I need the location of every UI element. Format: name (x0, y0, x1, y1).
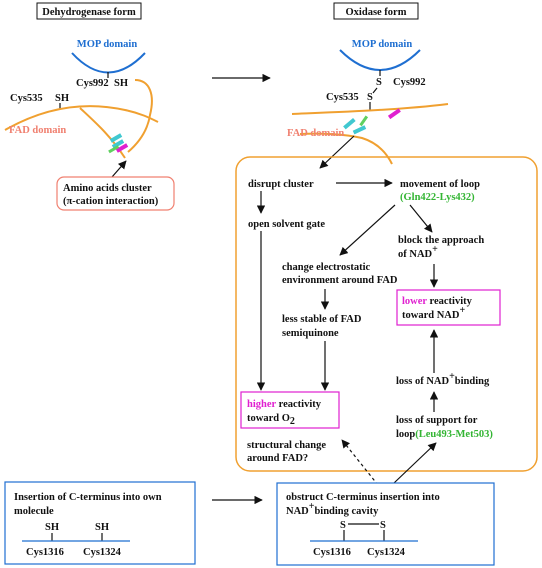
s-label-1324: S (380, 520, 386, 531)
dehydrogenase-title-box (36, 2, 142, 20)
cluster-line-1: Amino acids cluster (63, 183, 152, 194)
sh-label-1316: SH (45, 522, 59, 533)
disrupt-cluster-text: disrupt cluster (248, 179, 314, 190)
arrow-loop-to-electrostatic (339, 204, 396, 256)
loss-of-support-line-2: loop(Leu493-Met503) (396, 429, 493, 440)
block-approach-line-1: block the approach (398, 235, 484, 246)
insertion-line-2: molecule (14, 506, 54, 517)
cys535-label-right: Cys535 (326, 92, 359, 103)
higher-reactivity-line-2: toward O2 (247, 413, 295, 427)
c-terminus-insertion-box (4, 481, 196, 565)
oxidase-title: Oxidase form (346, 7, 407, 18)
s-label-1316: S (340, 520, 346, 531)
change-electrostatic-line-1: change electrostatic (282, 262, 370, 273)
structural-change-line-2: around FAD? (247, 453, 308, 464)
cys1324-label-right: Cys1324 (367, 547, 406, 558)
fad-chain-right-1 (291, 103, 449, 115)
structural-change-line-1: structural change (247, 440, 326, 451)
sh-label-1324: SH (95, 522, 109, 533)
loop-range-1: (Gln422-Lys432) (400, 192, 475, 203)
mop-domain-arc-right (339, 49, 421, 71)
cys992-label-right: Cys992 (393, 77, 426, 88)
cys1316-label-left: Cys1316 (26, 547, 64, 558)
lower-reactivity-line-1: lower reactivity (402, 296, 473, 307)
arrow-structure-to-flow (319, 135, 355, 169)
dehydrogenase-title: Dehydrogenase form (42, 7, 136, 18)
fad-chain-left-1 (4, 105, 159, 131)
lower-reactivity-box (396, 289, 501, 326)
dashed-arrow-to-structural-change (341, 439, 379, 486)
disulfide-bond-right (372, 87, 378, 94)
fad-domain-label-right: FAD domain (287, 128, 344, 139)
mop-domain-arc-left (71, 52, 146, 74)
mop-domain-label-left: MOP domain (77, 39, 138, 50)
block-approach-line-2: of NAD+ (398, 244, 438, 260)
s535-label-right: S (367, 92, 373, 103)
amino-acid-cluster-right (343, 108, 401, 135)
mechanism-flow-box (235, 156, 538, 472)
cys992-label-left: Cys992 (76, 78, 109, 89)
higher-reactivity-box (240, 391, 340, 429)
obstruct-line-2: NAD+binding cavity (286, 501, 379, 517)
obstruct-insertion-box (276, 482, 495, 566)
loss-of-nad-binding-text: loss of NAD+binding (396, 371, 490, 387)
cys1316-label-right: Cys1316 (313, 547, 351, 558)
lower-reactivity-line-2: toward NAD+ (402, 305, 465, 321)
sh535-label-left: SH (55, 93, 69, 104)
amino-acid-cluster-left (108, 133, 129, 154)
higher-reactivity-line-1: higher reactivity (247, 399, 322, 410)
mop-domain-label-right: MOP domain (352, 39, 413, 50)
fad-chain-right-2 (299, 132, 393, 165)
cluster-line-2: (π-cation interaction) (63, 196, 159, 207)
arrow-loop-to-block (409, 204, 433, 233)
fad-chain-left-2 (79, 107, 126, 159)
change-electrostatic-line-2: environment around FAD (282, 275, 398, 286)
movement-of-loop-text: movement of loop (400, 179, 480, 190)
insertion-line-1: Insertion of C-terminus into own (14, 492, 162, 503)
less-stable-line-1: less stable of FAD (282, 314, 362, 325)
less-stable-line-2: semiquinone (282, 328, 339, 339)
cys535-label-left: Cys535 (10, 93, 43, 104)
oxidase-title-box (333, 2, 419, 20)
s992-label-right: S (376, 77, 382, 88)
amino-acid-cluster-box (56, 176, 175, 211)
arrow-obstruct-to-support (393, 442, 437, 484)
open-solvent-gate-text: open solvent gate (248, 219, 325, 230)
cys1324-label-left: Cys1324 (83, 547, 122, 558)
fad-domain-label-left: FAD domain (9, 125, 66, 136)
arrow-cluster-to-structure (111, 160, 127, 178)
sh992-label-left: SH (114, 78, 128, 89)
fad-chain-left-3 (127, 79, 153, 153)
obstruct-line-1: obstruct C-terminus insertion into (286, 492, 440, 503)
loss-of-support-line-1: loss of support for (396, 415, 478, 426)
